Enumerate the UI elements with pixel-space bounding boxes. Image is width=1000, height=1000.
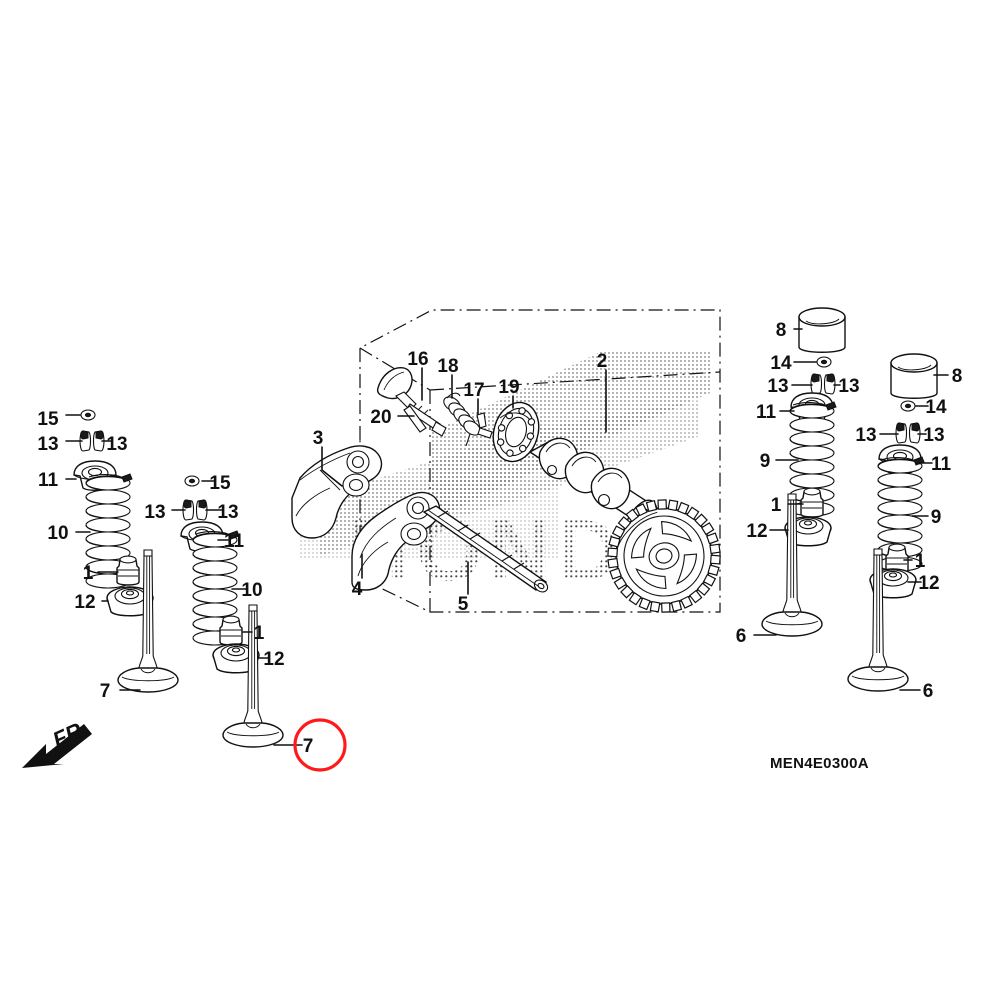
callout-13-valve-cotter: 13	[37, 434, 58, 455]
callout-10-valve-spring: 10	[47, 523, 68, 544]
callout-14-o-ring: 14	[925, 397, 947, 418]
part-4-rocker-arm	[351, 491, 441, 591]
part-14-oring-right2	[900, 400, 916, 412]
part-17-dowel	[476, 412, 493, 439]
part-3-rocker-arm	[291, 445, 383, 539]
callout-14-o-ring: 14	[770, 353, 792, 374]
callout-13-valve-cotter: 13	[767, 376, 788, 397]
callout-16-decompressor-weight: 16	[407, 349, 428, 370]
callout-12-spring-seat: 12	[74, 592, 95, 613]
assembly-rocker-arms	[291, 445, 441, 591]
highlight-circle	[293, 718, 347, 772]
part-13-cotters-right2	[895, 422, 921, 444]
part-13-cotters-left2	[182, 499, 208, 521]
assembly-decompressor	[376, 367, 540, 463]
camshaft-sprocket	[607, 499, 721, 613]
callout-20-pin: 20	[370, 407, 391, 428]
part-15-clip-left2	[184, 475, 200, 487]
callout-6-intake-valve: 6	[736, 626, 747, 647]
callout-5-rocker-arm-shaft: 5	[458, 594, 469, 615]
callout-13-valve-cotter: 13	[144, 502, 165, 523]
part-15-clip-left1	[80, 409, 96, 421]
callout-1-valve-stem-seal: 1	[254, 623, 265, 644]
part-5-rocker-arm-shaft	[422, 505, 549, 593]
fr-orientation-marker: FR.	[22, 715, 92, 768]
callout-12-spring-seat: 12	[263, 649, 284, 670]
callout-12-spring-seat: 12	[918, 573, 939, 594]
callout-4-rocker-arm-b: 4	[352, 579, 363, 600]
callout-8-tappet-shim: 8	[952, 366, 963, 387]
callout-9-valve-spring: 9	[931, 507, 942, 528]
callout-8-tappet-shim: 8	[776, 320, 787, 341]
callout-7-exhaust-valve: 7	[100, 681, 111, 702]
callout-2-camshaft-assembly: 2	[597, 351, 608, 372]
leader-lines	[65, 328, 949, 746]
part-8-tappet-right2	[890, 353, 938, 399]
callout-7-exhaust-valve: 7	[303, 736, 314, 757]
callout-13-valve-cotter: 13	[855, 425, 876, 446]
callout-11-spring-retainer: 11	[38, 470, 59, 491]
part-18-return-spring	[443, 392, 481, 447]
callout-3-rocker-arm: 3	[313, 428, 324, 449]
part-number-label: MEN4E0300A	[770, 755, 869, 772]
callout-13-valve-cotter: 13	[923, 425, 944, 446]
part-14-oring-right1	[816, 356, 832, 368]
part-1-stem-seal-left1	[116, 555, 140, 586]
callout-11-spring-retainer: 11	[931, 454, 952, 475]
callout-9-valve-spring: 9	[760, 451, 771, 472]
callout-11-spring-retainer: 11	[756, 402, 777, 423]
part-13-cotters-left1	[79, 430, 105, 452]
camshaft-lobes	[538, 437, 631, 510]
part-13-cotters-right1	[810, 373, 836, 395]
callout-19-camshaft-bearing: 19	[498, 377, 519, 398]
part-8-tappet-right1	[798, 307, 846, 353]
callout-1-valve-stem-seal: 1	[915, 551, 926, 572]
callout-10-valve-spring: 10	[241, 580, 262, 601]
part-20-pin	[403, 405, 427, 433]
callout-11-spring-retainer: 11	[224, 531, 245, 552]
part-2-camshaft-assembly	[528, 437, 721, 613]
callout-15-cotter-clip: 15	[209, 473, 231, 494]
part-16-decompressor-weight	[376, 367, 447, 437]
assembly-right-valve-2	[847, 353, 938, 692]
callout-13-valve-cotter: 13	[106, 434, 127, 455]
part-1-stem-seal-right1	[800, 487, 824, 518]
part-1-stem-seal-left2	[219, 615, 243, 646]
callout-12-spring-seat: 12	[746, 521, 767, 542]
callout-18-return-spring: 18	[437, 356, 458, 377]
callout-6-intake-valve: 6	[923, 681, 934, 702]
callout-13-valve-cotter: 13	[838, 376, 859, 397]
callout-17-dowel: 17	[463, 380, 484, 401]
callout-1-valve-stem-seal: 1	[771, 495, 782, 516]
part-19-camshaft-bearing	[492, 401, 540, 463]
callout-15-cotter-clip: 15	[37, 409, 59, 430]
callout-13-valve-cotter: 13	[217, 502, 238, 523]
callout-1-valve-stem-seal: 1	[83, 563, 94, 584]
